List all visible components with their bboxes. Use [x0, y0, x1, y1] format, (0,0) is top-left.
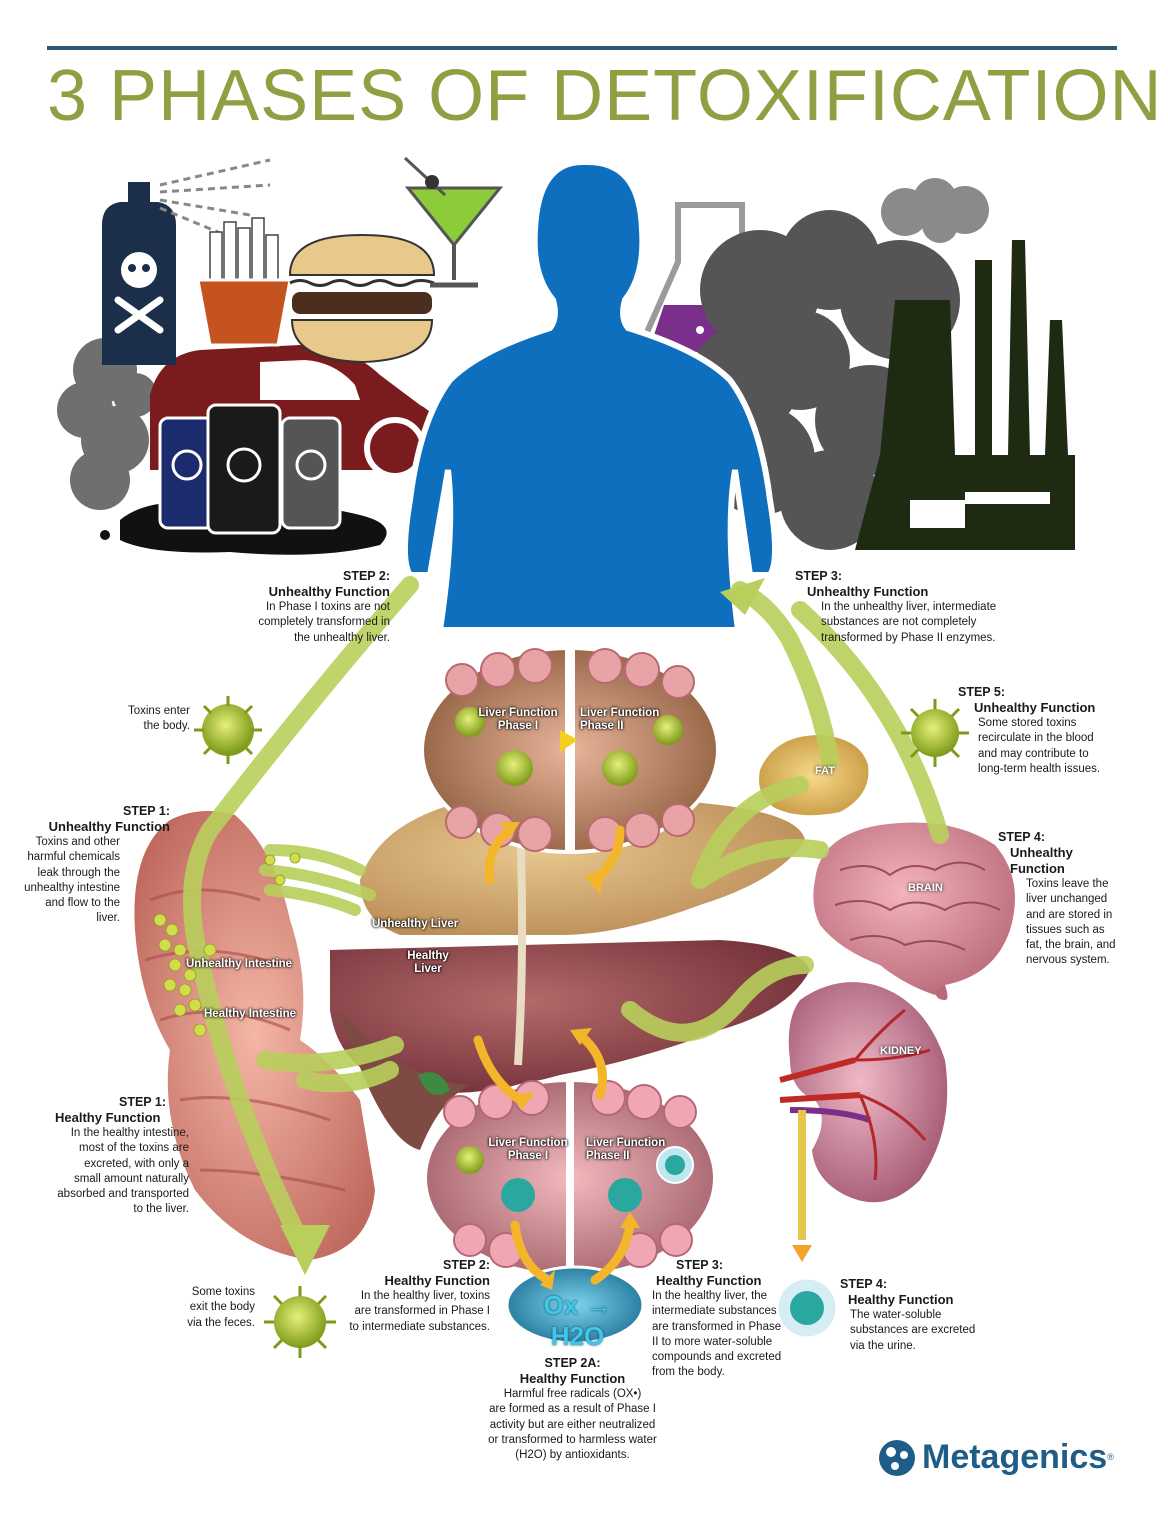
liver-cells-healthy-oval [423, 1078, 717, 1278]
kidney-illustration [779, 982, 948, 1262]
martini-glass-icon [403, 156, 504, 288]
liver-cells-unhealthy-oval [420, 646, 720, 854]
poison-spray-bottle-icon [102, 158, 271, 365]
caption-step3-unhealthy: STEP 3: Unhealthy Function In the unheal… [795, 569, 997, 644]
label-brain: BRAIN [908, 882, 943, 894]
toxin-particles [153, 852, 301, 1037]
caption-step2a-healthy: STEP 2A: Healthy Function Harmful free r… [488, 1356, 657, 1462]
person-silhouette [402, 158, 778, 633]
label-liver-phase2-bottom: Liver Function Phase II [586, 1137, 666, 1162]
brand-registered-mark: ® [1107, 1452, 1114, 1462]
caption-toxins-enter: Toxins enter the body. [127, 705, 190, 733]
label-healthy-intestine: Healthy Intestine [204, 1008, 297, 1020]
label-unhealthy-liver: Unhealthy Liver [372, 918, 459, 930]
label-fat: FAT [815, 765, 835, 777]
label-kidney: KIDNEY [880, 1045, 922, 1057]
toxin-flow-arrows [183, 576, 949, 1249]
label-ox-h2o: Ox → H2O [543, 1290, 612, 1351]
factory-icon [855, 240, 1075, 550]
hamburger-icon [288, 233, 436, 364]
metagenics-logo-icon [879, 1440, 915, 1476]
caption-step1-healthy: STEP 1: Healthy Function In the healthy … [55, 1095, 189, 1216]
label-liver-phase2-top: Liver Function Phase II [580, 707, 660, 732]
toxic-barrels-icon [158, 403, 342, 535]
french-fries-icon [196, 217, 292, 347]
brain-illustration [813, 822, 1015, 1000]
caption-toxins-exit: Some toxins exit the body via the feces. [187, 1286, 255, 1329]
label-liver-phase1-bottom: Liver Function Phase I [488, 1137, 568, 1162]
title-rule [47, 46, 1117, 50]
caption-step2-unhealthy: STEP 2: Unhealthy Function In Phase I to… [258, 569, 390, 644]
caption-step5-unhealthy: STEP 5: Unhealthy Function Some stored t… [958, 685, 1101, 775]
brand-name: Metagenics [922, 1437, 1108, 1476]
label-healthy-liver: Healthy Liver [407, 950, 449, 975]
ox-h2o-oval [505, 1265, 645, 1345]
caption-step2-healthy: STEP 2: Healthy Function In the healthy … [349, 1258, 490, 1333]
caption-step1-unhealthy: STEP 1: Unhealthy Function Toxins and ot… [24, 804, 170, 925]
metagenics-logo: Metagenics® [878, 1432, 1114, 1482]
caption-step3-healthy: STEP 3: Healthy Function In the healthy … [652, 1258, 782, 1379]
caption-step4-healthy: STEP 4: Healthy Function The water-solub… [840, 1277, 976, 1352]
page-title: 3 PHASES OF DETOXIFICATION [47, 56, 1163, 136]
fat-tissue [759, 735, 869, 816]
healthy-liver [330, 940, 810, 1093]
label-liver-phase1-top: Liver Function Phase I [478, 707, 558, 732]
caption-step4-unhealthy: STEP 4: Unhealthy Function Toxins leave … [998, 830, 1116, 967]
toxin-germ-icon [194, 696, 969, 1358]
label-unhealthy-intestine: Unhealthy Intestine [186, 958, 293, 970]
